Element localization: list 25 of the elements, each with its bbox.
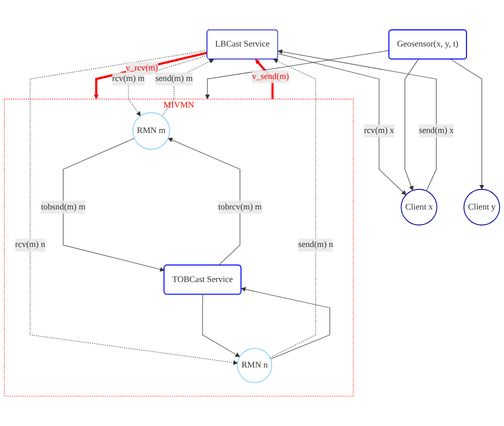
- edge-label: tobsnd(m) m: [40, 202, 86, 212]
- arrow: [278, 53, 406, 196]
- edge-label: rcv(m) n: [15, 240, 46, 250]
- arrow: [270, 58, 316, 358]
- arrow: [202, 294, 240, 357]
- arrow: [404, 59, 419, 191]
- edge-label: rcv(m) m: [112, 74, 145, 84]
- arrow: [94, 52, 208, 100]
- arrow: [30, 50, 238, 365]
- arrow: [450, 59, 484, 190]
- arrow: [278, 49, 437, 192]
- node-circle: RMN m: [132, 112, 170, 150]
- arrow: [62, 138, 165, 272]
- arrow: [168, 138, 240, 266]
- edge-label: rcv(m) x: [364, 126, 394, 136]
- arrow: [241, 287, 330, 360]
- node-circle: RMN n: [237, 348, 272, 384]
- edge-label: send(m) x: [418, 126, 454, 136]
- edge-label: send(m) n: [298, 240, 334, 250]
- edge-label: tobrcv(m) m: [218, 202, 262, 212]
- edge-label: v_rcv(m): [126, 63, 158, 73]
- node-circle: Client x: [400, 188, 438, 226]
- edge-label: send(m) m: [155, 74, 193, 84]
- edge-label: v_send(m): [252, 72, 290, 82]
- node-circle: Client y: [464, 188, 500, 226]
